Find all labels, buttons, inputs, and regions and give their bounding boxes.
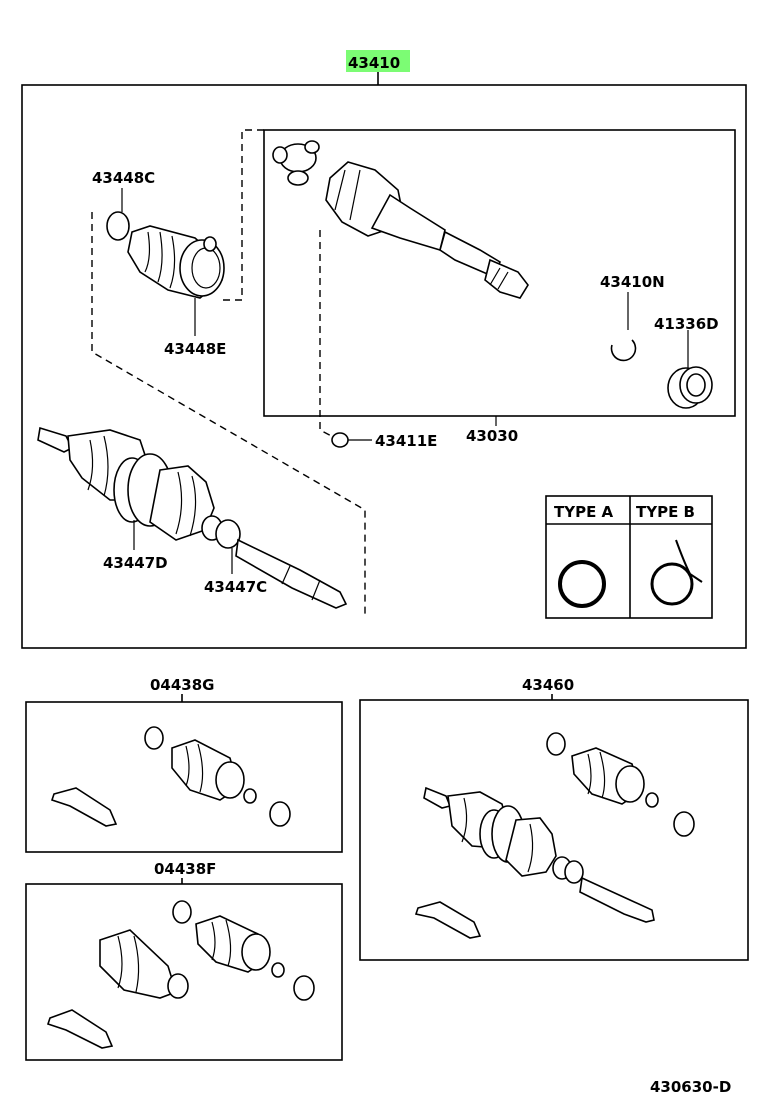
label-kit-g[interactable]: 04438G: [150, 676, 215, 694]
kit-g-parts: [50, 726, 291, 827]
label-kit-shaft[interactable]: 43460: [522, 676, 574, 694]
label-dust-seal[interactable]: 41336D: [654, 315, 719, 333]
type-legend: [545, 495, 713, 619]
highlight-box: [346, 50, 410, 72]
inner-joint-housing: [325, 161, 529, 299]
label-inner-joint[interactable]: 43030: [466, 427, 518, 445]
snap-ring-43410n: [610, 339, 637, 362]
inner-joint-frame: [263, 129, 736, 417]
label-boot-inner[interactable]: 43447D: [103, 554, 168, 572]
kit-f-frame: [25, 883, 343, 1061]
figure-code: 430630-D: [650, 1078, 731, 1096]
label-type-a[interactable]: TYPE A: [554, 503, 614, 521]
drive-shaft-assembly: [37, 426, 348, 609]
label-snap-ring-small[interactable]: 43411E: [375, 432, 437, 450]
kit-shaft-frame: [359, 699, 749, 961]
snap-ring-43411e: [331, 432, 349, 448]
tripod-joint: [272, 140, 320, 186]
dust-seal-41336d: [667, 366, 713, 409]
kit-shaft-parts: [414, 732, 695, 939]
label-boot-clamp-outer[interactable]: 43448C: [92, 169, 155, 187]
label-clamp-inner[interactable]: 43447C: [204, 578, 267, 596]
label-type-b[interactable]: TYPE B: [636, 503, 695, 521]
boot-clamp-outer: [106, 211, 130, 241]
kit-f-parts: [46, 900, 315, 1049]
label-kit-f[interactable]: 04438F: [154, 860, 216, 878]
boot-outer: [127, 225, 225, 299]
kit-g-frame: [25, 701, 343, 853]
main-assembly-frame: [21, 84, 747, 649]
label-boot-outer[interactable]: 43448E: [164, 340, 226, 358]
label-main-assembly[interactable]: 43410: [348, 54, 400, 72]
label-snap-ring[interactable]: 43410N: [600, 273, 665, 291]
